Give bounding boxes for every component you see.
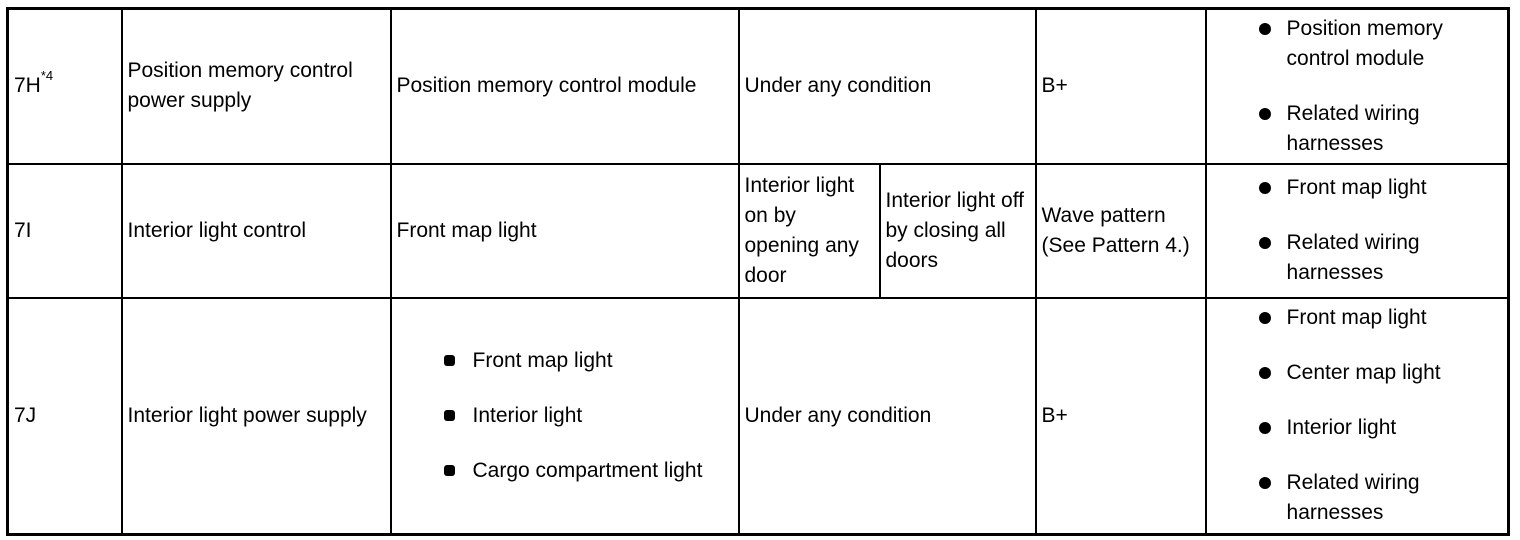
list-item: Related wiring harnesses <box>1212 99 1503 159</box>
bullet-icon <box>443 409 455 421</box>
condition-cell: Under any condition <box>737 296 1037 536</box>
inspection-cell: Position memory control module Related w… <box>1204 7 1510 165</box>
bullet-icon <box>1258 367 1271 380</box>
condition-cell: Under any condition <box>737 7 1037 165</box>
connected-to-cell: Position memory control module <box>389 7 740 165</box>
bullet-icon <box>1258 182 1271 194</box>
list-item: Related wiring harnesses <box>1212 228 1503 288</box>
bullet-icon <box>1258 107 1271 120</box>
list-item: Front map light <box>1212 303 1503 333</box>
table-row: 7J Interior light power supply Front map… <box>6 296 1510 536</box>
table-row: 7I Interior light control Front map ligh… <box>6 162 1510 299</box>
list-item: Interior light <box>397 401 733 431</box>
condition-b-cell: Interior light off by closing all doors <box>878 162 1037 299</box>
bullet-icon <box>443 464 455 476</box>
description-cell: Interior light power supply <box>120 296 392 536</box>
list-item: Front map light <box>397 346 733 376</box>
terminal-table: 7H*4 Position memory control power suppl… <box>6 7 1511 536</box>
bullet-icon <box>1258 312 1271 325</box>
description-cell: Interior light control <box>120 162 392 299</box>
terminal-cell: 7I <box>6 162 123 299</box>
bullet-icon <box>1258 422 1271 435</box>
voltage-cell: B+ <box>1034 296 1207 536</box>
condition-a-cell: Interior light on by opening any door <box>737 162 881 299</box>
bullet-icon <box>1258 22 1271 35</box>
list-item: Interior light <box>1212 413 1503 443</box>
bullet-icon <box>1258 237 1271 249</box>
table-row: 7H*4 Position memory control power suppl… <box>6 7 1510 165</box>
terminal-footnote: *4 <box>40 68 54 84</box>
voltage-cell: B+ <box>1034 7 1207 165</box>
terminal-cell: 7J <box>6 296 123 536</box>
list-item: Cargo compartment light <box>397 456 733 486</box>
list-item: Center map light <box>1212 358 1503 388</box>
list-item: Front map light <box>1212 173 1503 203</box>
description-cell: Position memory control power supply <box>120 7 392 165</box>
list-item: Position memory control module <box>1212 14 1503 74</box>
connected-to-cell: Front map light <box>389 162 740 299</box>
terminal-label: 7H <box>14 74 41 98</box>
inspection-cell: Front map light Related wiring harnesses <box>1204 162 1510 299</box>
terminal-cell: 7H*4 <box>6 7 123 165</box>
bullet-icon <box>1258 477 1271 490</box>
bullet-icon <box>443 354 455 366</box>
voltage-cell: Wave pattern (See Pattern 4.) <box>1034 162 1207 299</box>
list-item: Related wiring harnesses <box>1212 468 1503 528</box>
connected-to-cell: Front map light Interior light Cargo com… <box>389 296 740 536</box>
inspection-cell: Front map light Center map light Interio… <box>1204 296 1510 536</box>
